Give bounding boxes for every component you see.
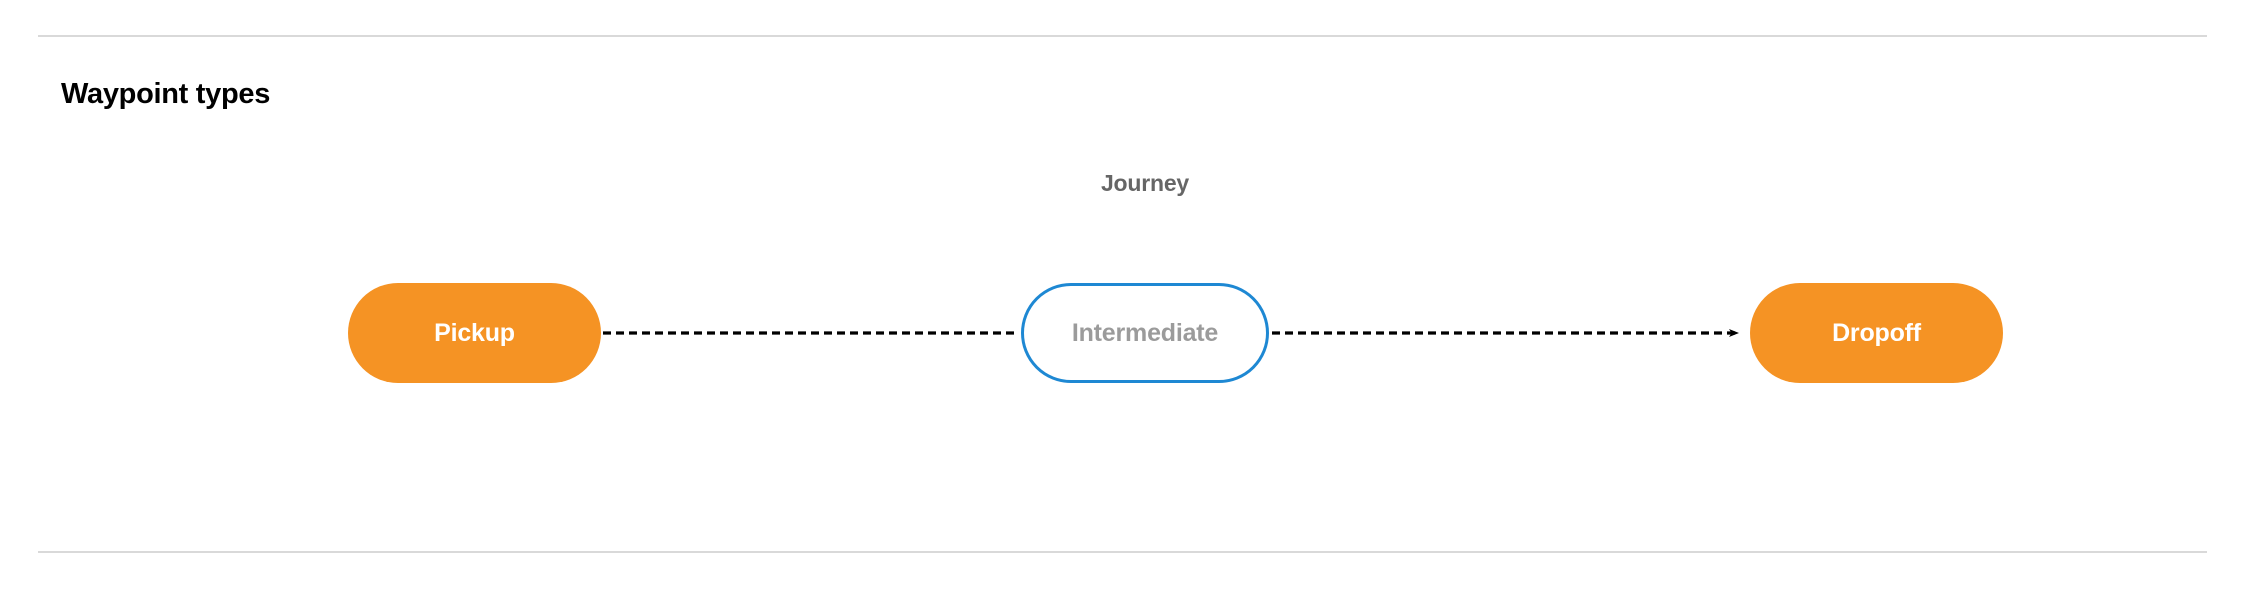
- section-divider-bottom: [38, 551, 2207, 553]
- node-intermediate-label: Intermediate: [1071, 318, 1219, 347]
- journey-cluster-label: Journey: [1100, 170, 1190, 196]
- node-pickup-label: Pickup: [434, 318, 515, 347]
- section-divider-top: [38, 35, 2207, 37]
- node-dropoff-label: Dropoff: [1832, 318, 1921, 347]
- page-title: Waypoint types: [61, 78, 271, 110]
- node-intermediate[interactable]: Intermediate: [1021, 283, 1269, 383]
- node-dropoff[interactable]: Dropoff: [1750, 283, 2003, 383]
- node-pickup[interactable]: Pickup: [348, 283, 601, 383]
